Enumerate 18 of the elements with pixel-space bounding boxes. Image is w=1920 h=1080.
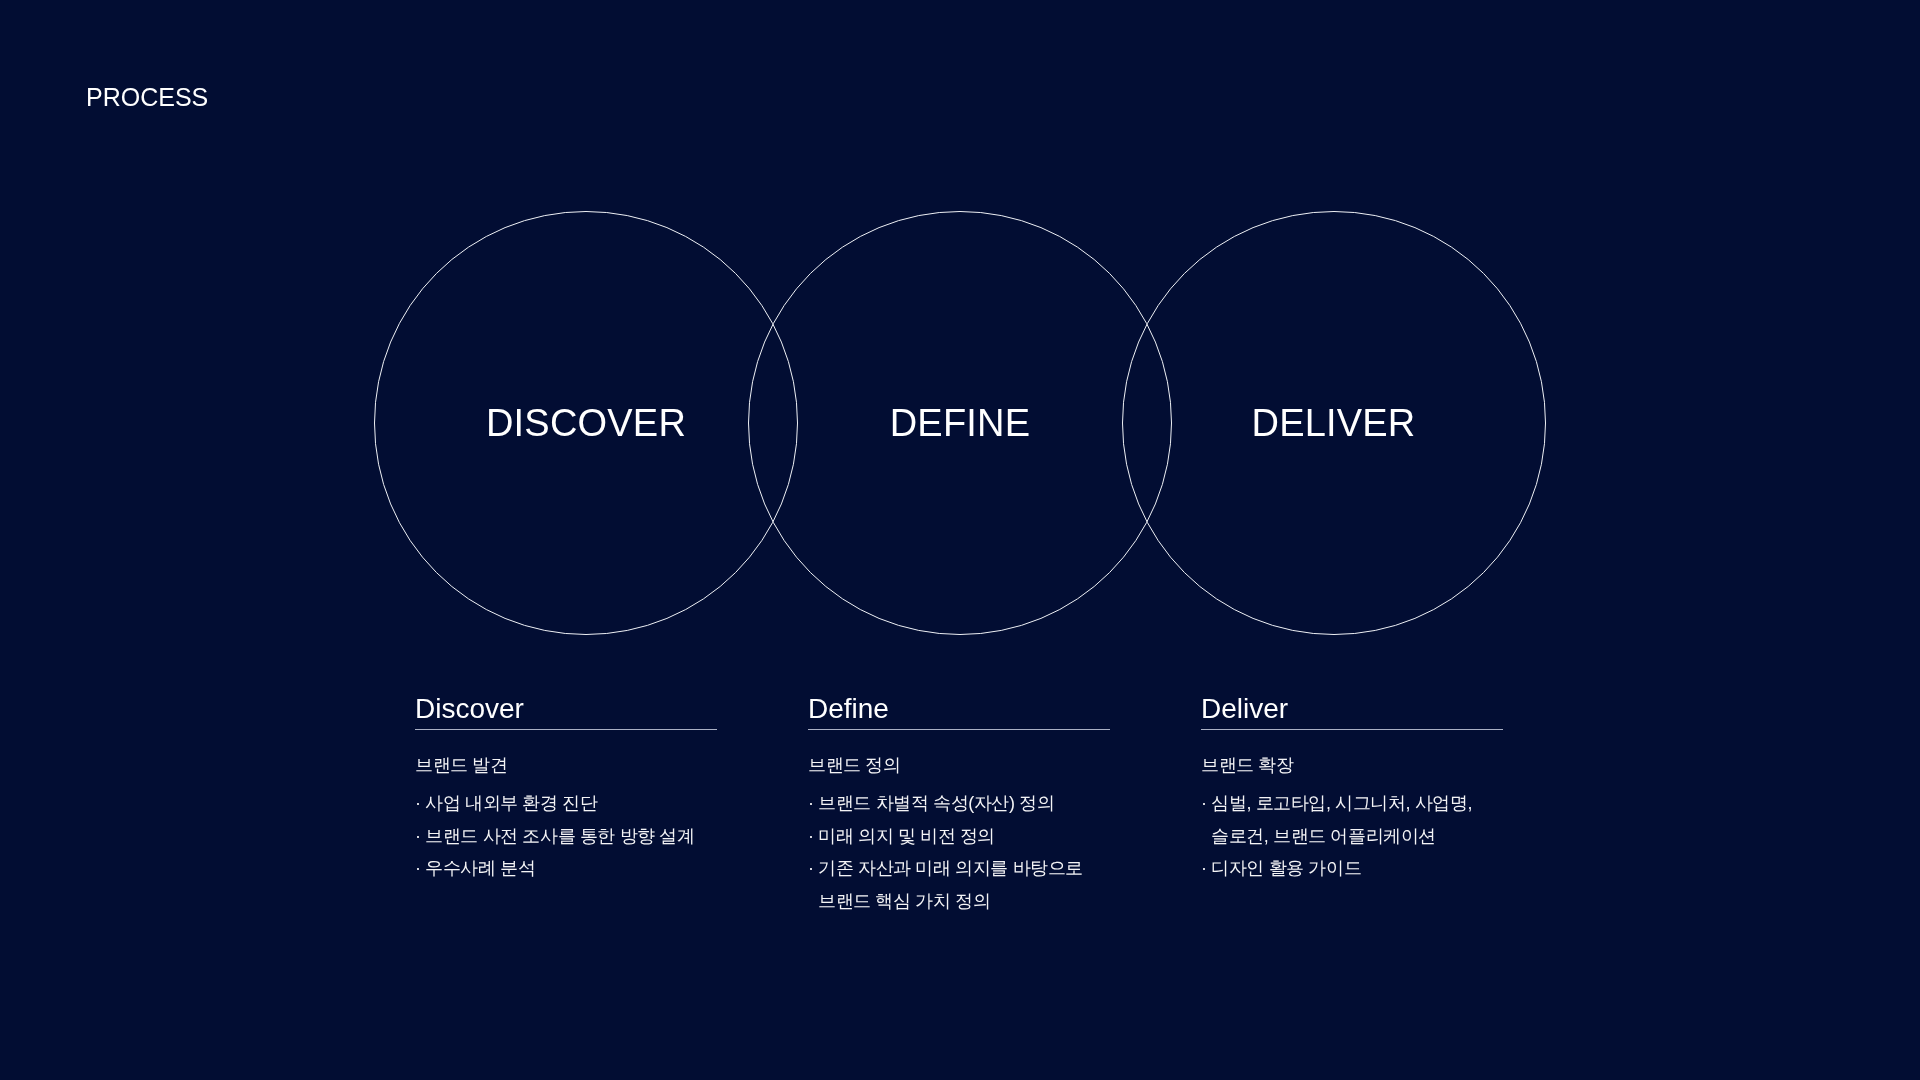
bullet-item: · 심벌, 로고타입, 시그니처, 사업명, 슬로건, 브랜드 어플리케이션 xyxy=(1201,792,1474,848)
bullet-item: · 사업 내외부 환경 진단 xyxy=(415,792,598,815)
bullet-item: · 미래 의지 및 비전 정의 xyxy=(808,824,995,848)
bullet-item: · 브랜드 차별적 속성(자산) 정의 xyxy=(808,792,1055,815)
column-heading: Define xyxy=(808,692,889,726)
bullet-item: · 우수사례 분석 xyxy=(415,857,536,880)
stage-label: DISCOVER xyxy=(485,401,687,445)
column-heading: Deliver xyxy=(1201,692,1289,726)
column-subheading: 브랜드 정의 xyxy=(808,754,901,777)
page-title: PROCESS xyxy=(86,82,209,112)
column-subheading: 브랜드 확장 xyxy=(1201,754,1294,777)
bullet-item: · 디자인 활용 가이드 xyxy=(1201,857,1362,880)
column-subheading: 브랜드 발견 xyxy=(415,754,508,777)
column-heading: Discover xyxy=(415,692,524,726)
bullet-item: · 기존 자산과 미래 의지를 바탕으로 브랜드 핵심 가치 정의 xyxy=(808,857,1084,913)
stage-label: DEFINE xyxy=(889,401,1031,445)
stage-label: DELIVER xyxy=(1251,401,1416,445)
bullet-item: · 브랜드 사전 조사를 통한 방향 설계 xyxy=(415,824,695,848)
